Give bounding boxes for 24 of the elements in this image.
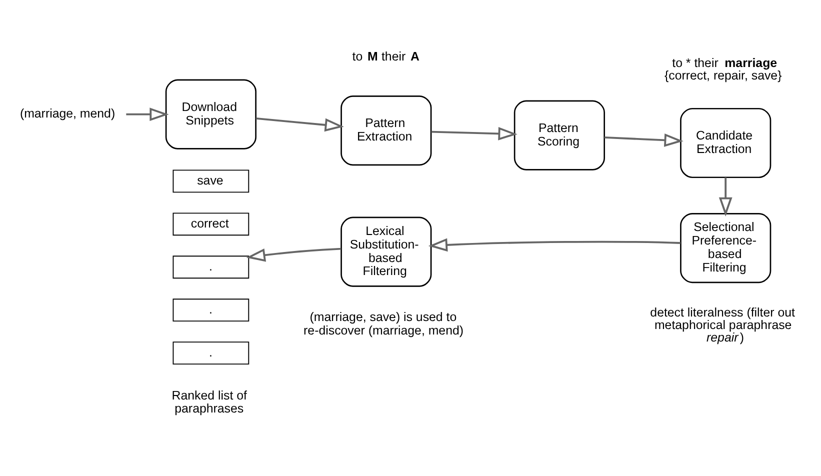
node-label: detect literalness (filter out metaphorical paraphrase repair) [650, 306, 795, 345]
arrow [246, 248, 342, 262]
node-box: . [172, 342, 250, 365]
arrow [718, 177, 732, 216]
arrow [126, 108, 169, 122]
node-label: to * their marriage [672, 56, 778, 70]
node-box: correct [172, 212, 250, 236]
arrow [431, 126, 518, 140]
node-box: save [172, 170, 250, 193]
node-box: Lexical Substitution-based Filtering [340, 216, 432, 287]
node-box: Pattern Extraction [340, 96, 432, 166]
arrow [604, 134, 684, 147]
node-box: . [172, 256, 250, 279]
arrow [428, 238, 681, 252]
label: Ranked list of paraphrases [172, 388, 247, 416]
node-box: Candidate Extraction [680, 108, 772, 178]
node-label: (marriage, save) is used to re-discover (marriage, mend) [304, 310, 464, 338]
node-text: (marriage, mend) [20, 106, 116, 121]
node-label: to M their A [352, 49, 420, 64]
node-box: Download Snippets [165, 79, 256, 150]
arrow [256, 118, 344, 132]
node-box: Pattern Scoring [514, 100, 605, 170]
node-box: Selectional Preference-based Filtering [680, 212, 772, 284]
node-box: . [172, 298, 250, 322]
